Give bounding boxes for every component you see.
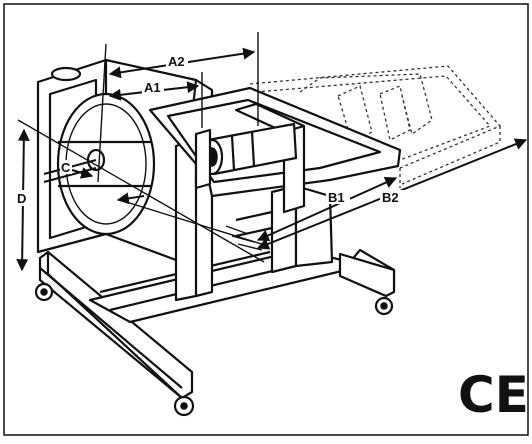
label-b1: B1: [328, 190, 345, 205]
arm-detail: [225, 225, 263, 251]
rotating-mount-frame: [36, 58, 214, 302]
dimension-a2: A2: [108, 32, 259, 126]
label-c: C: [61, 160, 71, 175]
ce-mark: CE: [458, 366, 529, 424]
dimension-d: D: [16, 119, 265, 272]
dimension-b2: B2: [256, 138, 528, 250]
dimension-c: C: [60, 160, 145, 205]
label-b2: B2: [382, 190, 399, 205]
caster-wheels: [34, 282, 394, 417]
label-a1: A1: [144, 80, 161, 95]
dimension-a1: A1: [97, 43, 203, 183]
label-d: D: [17, 191, 26, 206]
base-legs: [38, 248, 396, 400]
frame-border: [3, 3, 529, 436]
label-a2: A2: [168, 54, 185, 69]
